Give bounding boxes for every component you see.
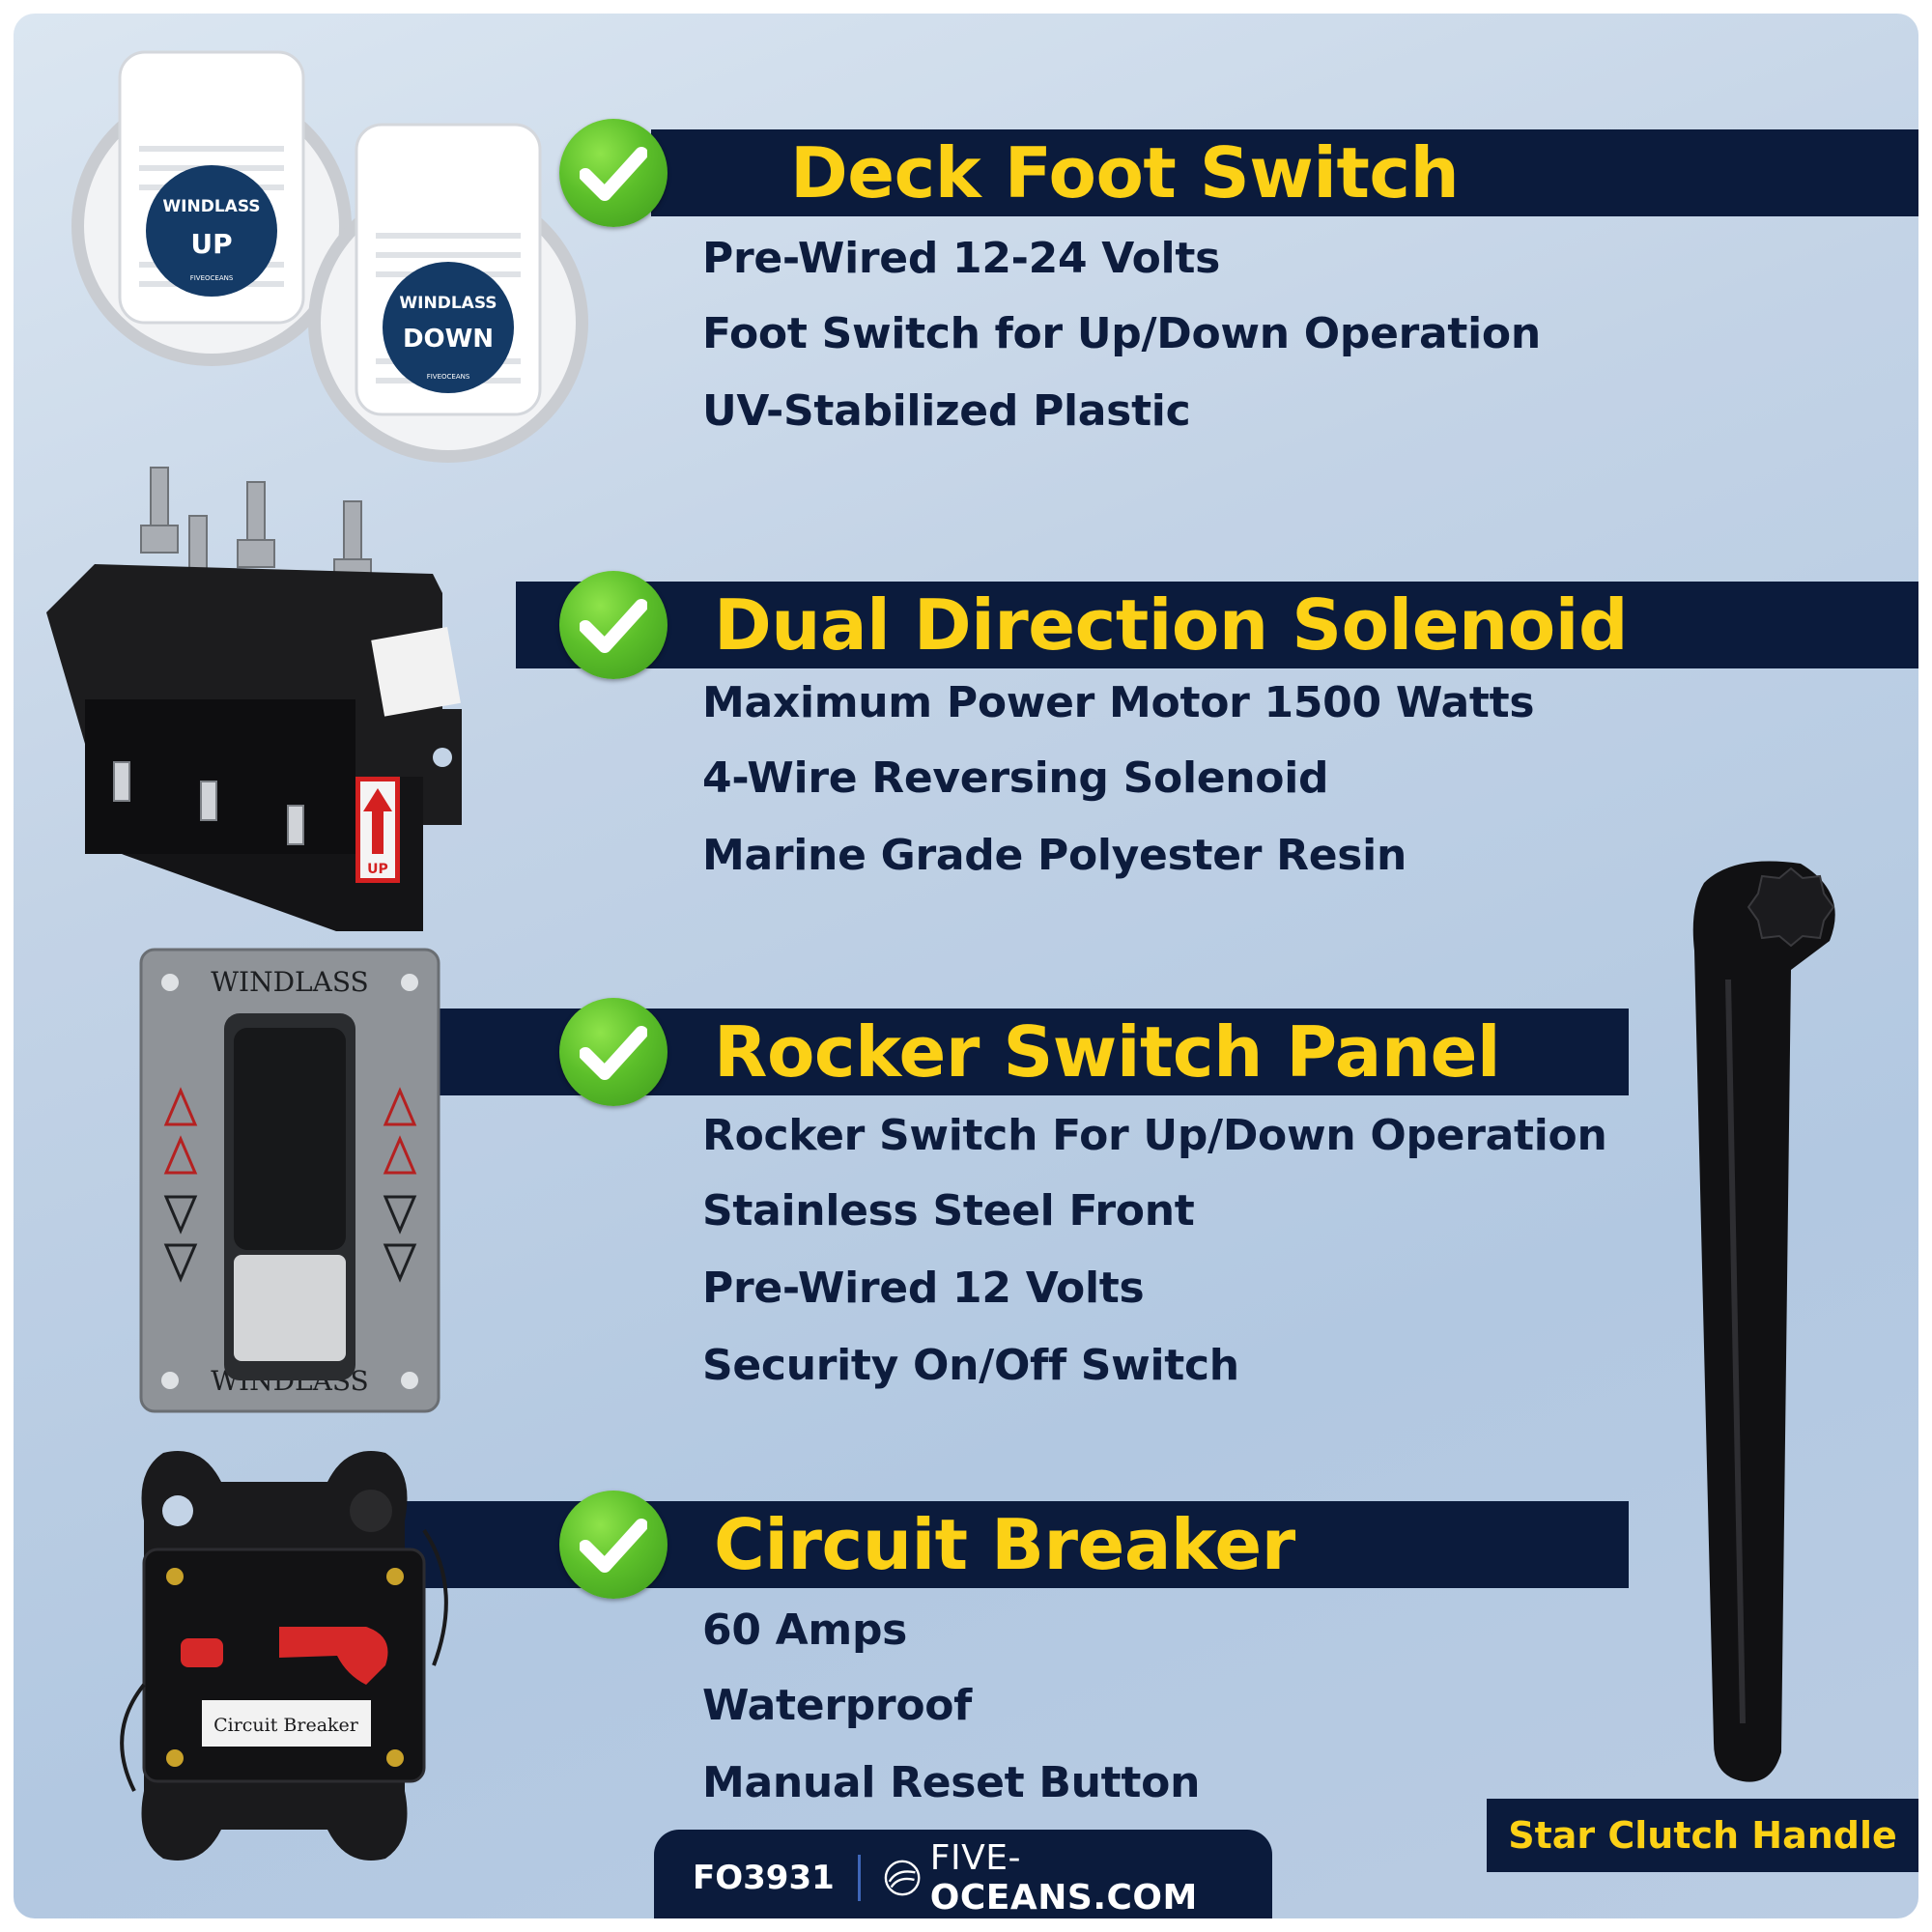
check-icon bbox=[559, 571, 668, 679]
feature-item: Rocker Switch For Up/Down Operation bbox=[702, 1111, 1607, 1160]
section-title: Dual Direction Solenoid bbox=[714, 584, 1628, 666]
feature-list-deck-foot-switch: Pre-Wired 12-24 Volts Foot Switch for Up… bbox=[702, 234, 1541, 462]
feature-item: Manual Reset Button bbox=[702, 1758, 1201, 1807]
foot-switch-illustration: WINDLASS UP FIVEOCEANS WINDLASS DOWN FIV… bbox=[71, 50, 588, 463]
foot-switch-maker: FIVEOCEANS bbox=[190, 274, 234, 282]
feature-item: Pre-Wired 12-24 Volts bbox=[702, 234, 1220, 283]
footer-brand-bar: FO3931 FIVE-OCEANS.COM bbox=[654, 1830, 1272, 1918]
star-clutch-handle-label: Star Clutch Handle bbox=[1487, 1799, 1918, 1872]
feature-item: Pre-Wired 12 Volts bbox=[702, 1264, 1145, 1313]
feature-item: Waterproof bbox=[702, 1681, 973, 1730]
feature-item: Foot Switch for Up/Down Operation bbox=[702, 309, 1541, 358]
feature-item: Marine Grade Polyester Resin bbox=[702, 831, 1406, 880]
foot-switch-down-brand: WINDLASS bbox=[399, 294, 497, 313]
check-icon bbox=[559, 119, 668, 227]
foot-switch-up-brand: WINDLASS bbox=[162, 197, 260, 216]
section-header-deck-foot-switch: Deck Foot Switch bbox=[651, 129, 1918, 216]
rocker-panel-illustration: WINDLASS WINDLASS bbox=[139, 948, 440, 1413]
sku-label: FO3931 bbox=[693, 1859, 835, 1897]
domain-suffix: OCEANS.COM bbox=[929, 1878, 1198, 1918]
domain-prefix: FIVE- bbox=[929, 1838, 1021, 1878]
foot-switch-up-label: UP bbox=[190, 228, 232, 260]
feature-list-circuit-breaker: 60 Amps Waterproof Manual Reset Button bbox=[702, 1605, 1200, 1833]
circuit-breaker-illustration: Circuit Breaker bbox=[120, 1451, 448, 1861]
foot-switch-maker: FIVEOCEANS bbox=[427, 373, 470, 381]
solenoid-up-label: UP bbox=[367, 862, 388, 877]
feature-list-dual-direction-solenoid: Maximum Power Motor 1500 Watts 4-Wire Re… bbox=[702, 678, 1535, 906]
section-title: Circuit Breaker bbox=[714, 1504, 1295, 1585]
feature-item: 4-Wire Reversing Solenoid bbox=[702, 753, 1329, 803]
feature-item: UV-Stabilized Plastic bbox=[702, 386, 1191, 436]
infographic-canvas: Deck Foot Switch Pre-Wired 12-24 Volts F… bbox=[14, 14, 1918, 1918]
foot-switch-down-label: DOWN bbox=[403, 325, 494, 354]
rocker-top-label: WINDLASS bbox=[211, 966, 368, 998]
footer-divider bbox=[857, 1855, 861, 1901]
feature-item: 60 Amps bbox=[702, 1605, 908, 1655]
breaker-label: Circuit Breaker bbox=[213, 1715, 359, 1736]
solenoid-illustration: UP bbox=[46, 467, 462, 931]
feature-item: Maximum Power Motor 1500 Watts bbox=[702, 678, 1535, 727]
check-icon bbox=[559, 998, 668, 1106]
five-oceans-logo-icon bbox=[884, 1860, 921, 1896]
feature-list-rocker-switch-panel: Rocker Switch For Up/Down Operation Stai… bbox=[702, 1111, 1607, 1416]
section-title: Deck Foot Switch bbox=[790, 132, 1460, 213]
star-clutch-handle-illustration bbox=[1692, 861, 1835, 1782]
feature-item: Security On/Off Switch bbox=[702, 1341, 1239, 1390]
section-header-dual-direction-solenoid: Dual Direction Solenoid bbox=[516, 582, 1918, 668]
feature-item: Stainless Steel Front bbox=[702, 1186, 1195, 1236]
website-domain: FIVE-OCEANS.COM bbox=[930, 1838, 1272, 1918]
section-title: Rocker Switch Panel bbox=[714, 1011, 1501, 1093]
check-icon bbox=[559, 1491, 668, 1599]
